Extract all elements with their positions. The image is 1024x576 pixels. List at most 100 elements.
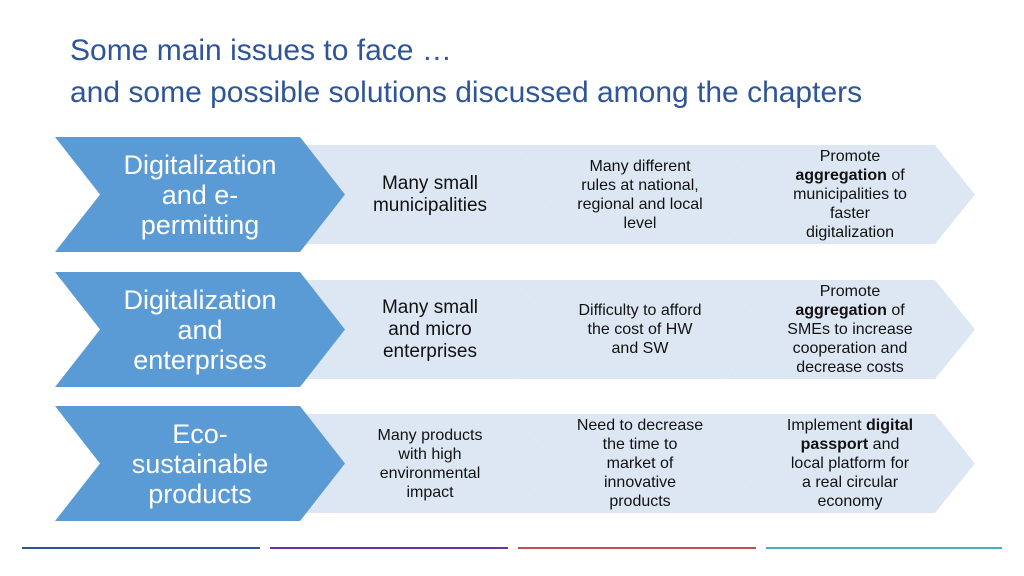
cell-text-span: Implement: [786, 417, 867, 434]
cell-text-span: impact: [406, 483, 454, 501]
cell-text-line: Difficulty to afford: [578, 301, 701, 320]
cell-text-span: cooperation and: [792, 340, 908, 357]
cell-text-line: Implement digital: [787, 416, 913, 435]
row-3-cell-2-arrow: [515, 414, 765, 513]
cell-text-span: Many small: [381, 296, 479, 318]
header-text-line: products: [148, 478, 252, 509]
cell-text-span: and micro: [388, 318, 472, 340]
cell-text-span: digitalization: [805, 224, 895, 241]
cell-text-line: innovative: [577, 473, 703, 492]
cell-text-span: the time to: [602, 436, 678, 453]
cell-text-span: Promote: [819, 148, 881, 165]
cell-text-span: rules at national,: [581, 176, 699, 194]
header-text-line: Eco-: [172, 418, 228, 449]
header-text-line: and: [177, 314, 223, 345]
cell-text-line: environmental: [378, 464, 483, 483]
footer-line-3: [518, 547, 756, 549]
cell-text-span: Difficulty to afford: [578, 302, 702, 319]
cell-text-line: Need to decrease: [577, 416, 703, 435]
row-1-cell-1-arrow: [305, 145, 555, 244]
cell-text-span: with high: [398, 445, 462, 463]
cell-text-emphasis: aggregation: [795, 167, 887, 184]
cell-text-emphasis: digital: [866, 417, 914, 434]
cell-text-line: Many small: [382, 297, 478, 319]
cell-text-span: of: [886, 167, 905, 184]
row-1-cell-2-arrow: [515, 145, 765, 244]
cell-text-span: Many small: [381, 172, 479, 194]
cell-text-span: SMEs to increase: [787, 321, 913, 338]
cell-text-line: Promote: [793, 147, 907, 166]
cell-text-line: Many different: [577, 157, 702, 176]
row-3-cell-2-text: Need to decrease the time to market of inno…: [555, 414, 725, 513]
cell-text-span: economy: [817, 493, 883, 510]
cell-text-span: decrease costs: [796, 359, 904, 376]
row-2-header-arrow: [55, 272, 345, 387]
cell-text-line: products: [577, 492, 703, 511]
cell-text-line: enterprises: [382, 341, 478, 363]
cell-text-span: faster: [829, 205, 870, 222]
footer-line-2: [270, 547, 508, 549]
cell-text-span: municipalities to: [793, 186, 907, 203]
cell-text-line: the time to: [577, 435, 703, 454]
cell-text-span: of: [886, 302, 905, 319]
cell-text-line: economy: [787, 492, 913, 511]
cell-text-line: local platform for: [787, 454, 913, 473]
cell-text-line: a real circular: [787, 473, 913, 492]
cell-text-span: Promote: [819, 283, 881, 300]
row-3-cell-3-arrow: [725, 414, 975, 513]
footer-line-1: [22, 547, 260, 549]
header-text-line: enterprises: [133, 344, 267, 375]
cell-text-line: Many products: [378, 426, 483, 445]
row-1-cell-3-arrow: [725, 145, 975, 244]
cell-text-line: decrease costs: [787, 358, 912, 377]
header-text-line: Digitalization: [123, 284, 277, 315]
cell-text-line: and micro: [382, 319, 478, 341]
cell-text-line: market of: [577, 454, 703, 473]
cell-text-span: local platform for: [790, 455, 910, 472]
cell-text-line: aggregation of: [793, 166, 907, 185]
row-2-cell-1-arrow: [305, 280, 555, 379]
cell-text-line: cooperation and: [787, 339, 912, 358]
cell-text-span: the cost of HW: [587, 321, 693, 338]
cell-text-span: enterprises: [382, 340, 477, 362]
row-1-header-arrow: [55, 137, 345, 252]
header-text-line: permitting: [140, 209, 260, 240]
row-3-cell-1-arrow: [305, 414, 555, 513]
cell-text-span: Need to decrease: [576, 417, 704, 434]
cell-text-emphasis: aggregation: [795, 302, 887, 319]
cell-text-line: municipalities to: [793, 185, 907, 204]
cell-text-line: with high: [378, 445, 483, 464]
cell-text-line: municipalities: [373, 195, 487, 217]
cell-text-line: rules at national,: [577, 176, 702, 195]
cell-text-line: faster: [793, 204, 907, 223]
cell-text-span: market of: [606, 455, 674, 472]
row-3-header-arrow: [55, 406, 345, 521]
cell-text-line: Promote: [787, 282, 912, 301]
cell-text-span: Many different: [589, 157, 691, 175]
cell-text-line: digitalization: [793, 223, 907, 242]
cell-text-emphasis: passport: [800, 436, 869, 453]
cell-text-span: products: [609, 493, 671, 510]
footer-line-4: [766, 547, 1002, 549]
cell-text-line: the cost of HW: [578, 320, 701, 339]
cell-text-line: SMEs to increase: [787, 320, 912, 339]
cell-text-span: and: [868, 436, 900, 453]
header-text-line: sustainable: [131, 448, 269, 479]
cell-text-line: and SW: [578, 339, 701, 358]
cell-text-line: passport and: [787, 435, 913, 454]
header-text-line: and e-: [161, 179, 239, 210]
header-text-line: Digitalization: [123, 149, 277, 180]
cell-text-line: regional and local: [577, 195, 702, 214]
cell-text-span: innovative: [603, 474, 677, 491]
cell-text-span: level: [623, 214, 657, 232]
row-2-cell-2-arrow: [515, 280, 765, 379]
